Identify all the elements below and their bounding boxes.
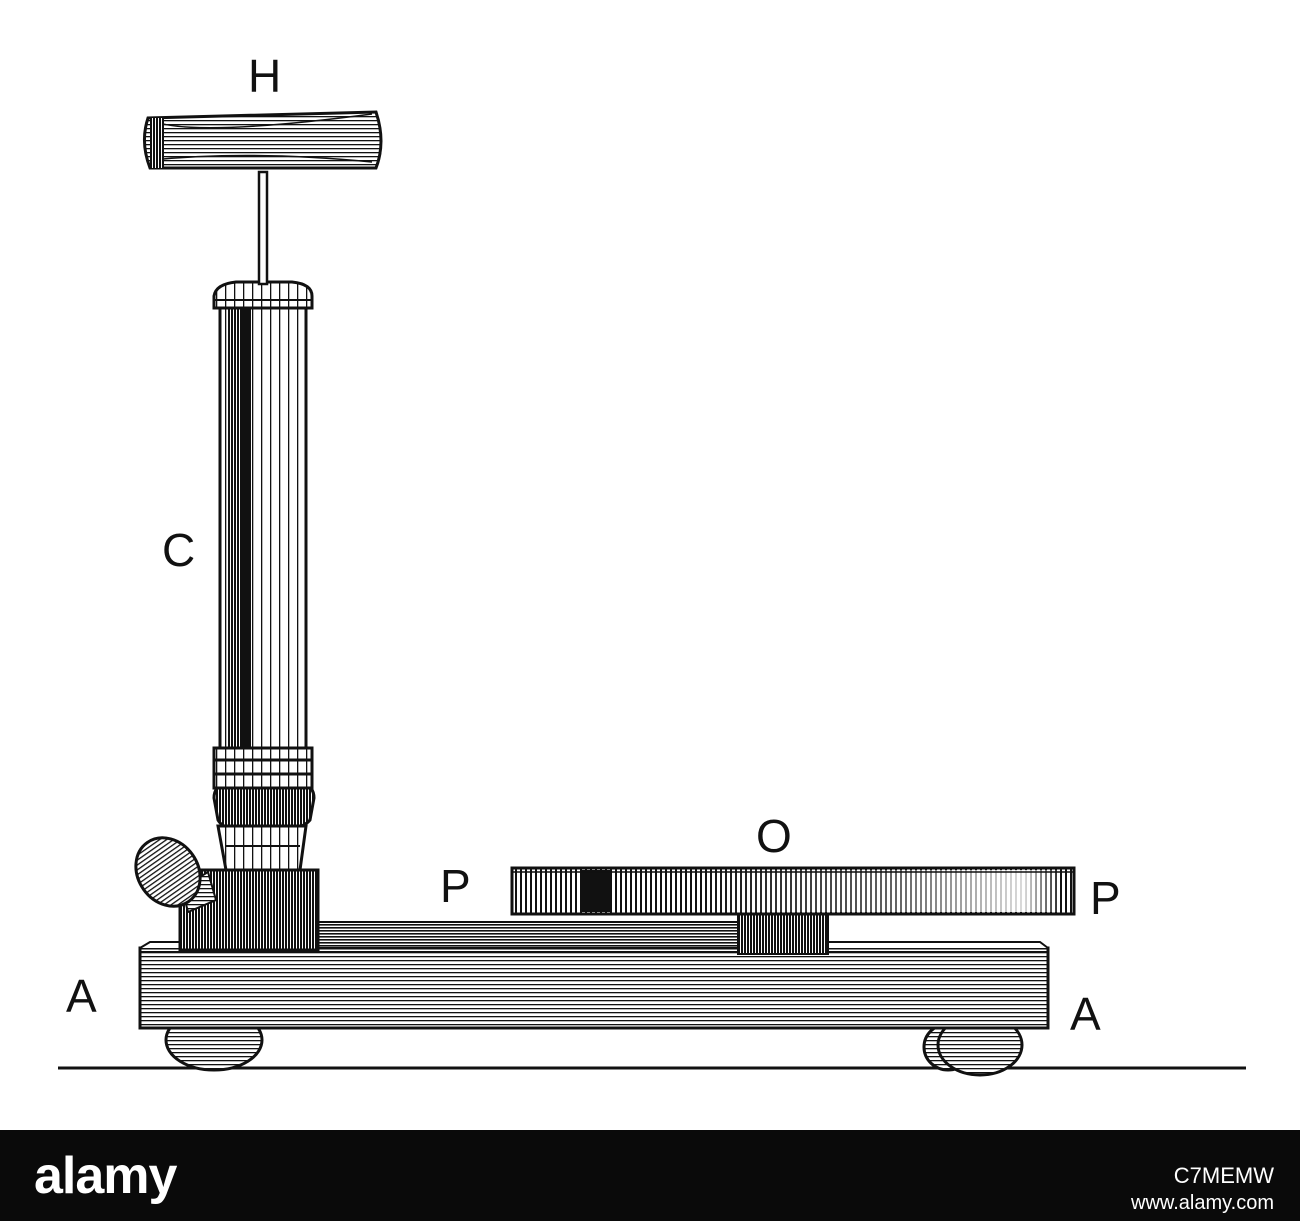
label-base-right: A xyxy=(1070,988,1101,1040)
piston-rod xyxy=(257,170,269,286)
label-base-left: A xyxy=(66,970,97,1022)
stock-id: C7MEMW xyxy=(1173,1163,1274,1188)
cylinder xyxy=(212,280,314,790)
label-cylinder: C xyxy=(162,524,195,576)
rail xyxy=(317,921,739,949)
site-url: www.alamy.com xyxy=(1131,1192,1274,1214)
engraving-illustration: H C O P P A A xyxy=(58,50,1246,1077)
handle xyxy=(143,110,383,170)
alamy-logo: alamy xyxy=(34,1147,177,1205)
side-knob xyxy=(134,836,218,914)
plate-support xyxy=(737,911,829,955)
cylinder-collar xyxy=(212,782,316,872)
label-handle: H xyxy=(248,50,281,102)
right-foot xyxy=(922,1013,1024,1077)
label-plate-center: O xyxy=(756,810,792,862)
label-plate-right: P xyxy=(1090,872,1121,924)
watermark-footer xyxy=(0,1130,1300,1221)
base-board xyxy=(138,941,1050,1030)
plate xyxy=(510,866,1076,916)
label-plate-left: P xyxy=(440,860,471,912)
